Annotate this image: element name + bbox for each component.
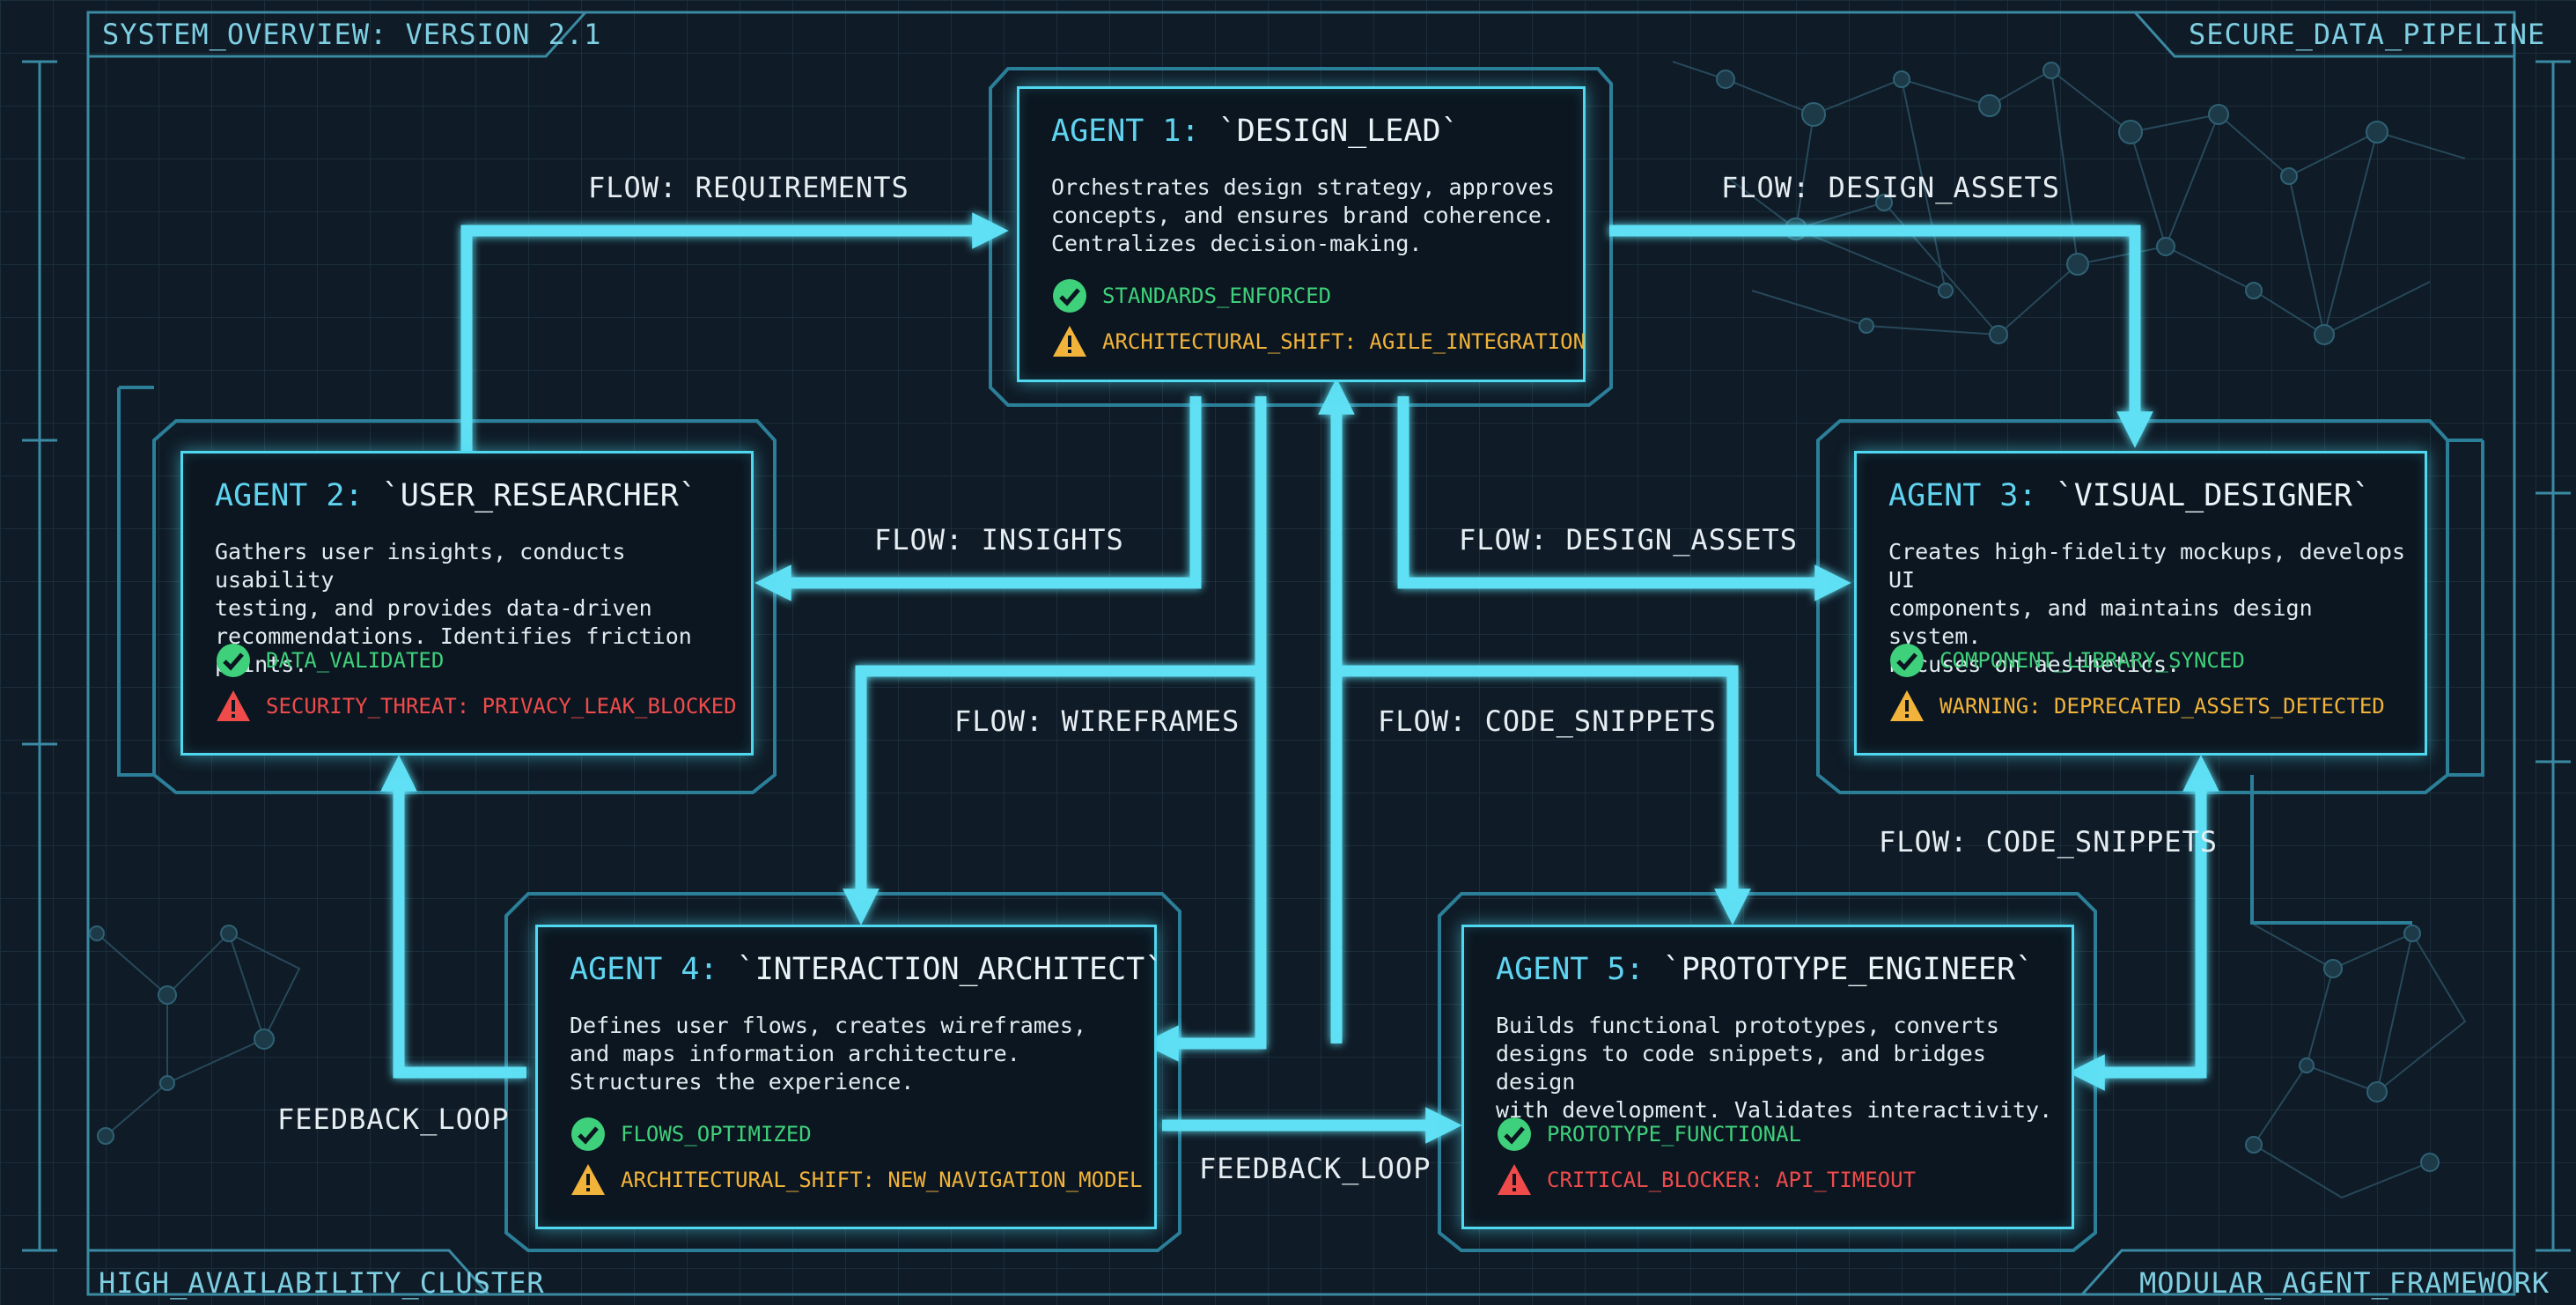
agent-title: AGENT 4: `INTERACTION_ARCHITECT` [570, 952, 1164, 987]
agent-card-interaction-architect[interactable]: AGENT 4: `INTERACTION_ARCHITECT` Defines… [535, 925, 1163, 1229]
flow-label-requirements: FLOW: REQUIREMENTS [588, 171, 909, 204]
flow-label-insights: FLOW: INSIGHTS [874, 523, 1124, 557]
modular-agent-framework-label: MODULAR_AGENT_FRAMEWORK [2139, 1266, 2550, 1300]
status-ok: PROTOTYPE_FUNCTIONAL [1496, 1116, 1801, 1153]
status-ok: STANDARDS_ENFORCED [1051, 277, 1331, 314]
error-triangle-icon [217, 690, 250, 721]
flow-label-code-snippets-mid: FLOW: CODE_SNIPPETS [1378, 704, 1718, 738]
check-circle-icon [1053, 279, 1086, 313]
check-circle-icon [1890, 644, 1924, 677]
check-circle-icon [1498, 1117, 1531, 1151]
status-warning: WARNING: DEPRECATED_ASSETS_DETECTED [1888, 688, 2385, 725]
flow-label-design-assets-top: FLOW: DESIGN_ASSETS [1721, 171, 2061, 204]
status-ok: FLOWS_OPTIMIZED [570, 1116, 812, 1153]
agent-description: Orchestrates design strategy, approves c… [1051, 174, 1555, 256]
flow-label-feedback-loop-mid: FEEDBACK_LOOP [1199, 1152, 1432, 1185]
status-warning: ARCHITECTURAL_SHIFT: AGILE_INTEGRATION [1051, 323, 1586, 360]
agent-title: AGENT 5: `PROTOTYPE_ENGINEER` [1496, 952, 2035, 987]
flow-label-design-assets-mid: FLOW: DESIGN_ASSETS [1459, 523, 1799, 557]
warning-triangle-icon [1053, 326, 1086, 357]
agent-description: Builds functional prototypes, converts d… [1496, 1013, 2053, 1123]
system-overview-label: SYSTEM_OVERVIEW: VERSION 2.1 [102, 18, 602, 51]
agent-card-visual-designer[interactable]: AGENT 3: `VISUAL_DESIGNER` Creates high-… [1854, 451, 2427, 756]
flow-label-wireframes: FLOW: WIREFRAMES [954, 704, 1240, 738]
error-triangle-icon [1498, 1164, 1531, 1195]
flow-label-feedback-loop-left: FEEDBACK_LOOP [277, 1102, 510, 1136]
agent-title: AGENT 2: `USER_RESEARCHER` [215, 478, 697, 513]
secure-data-pipeline-label: SECURE_DATA_PIPELINE [2189, 18, 2546, 51]
agent-description: Gathers user insights, conducts usabilit… [215, 539, 692, 677]
check-circle-icon [217, 644, 250, 677]
check-circle-icon [571, 1117, 605, 1151]
status-ok: COMPONENT_LIBRARY_SYNCED [1888, 642, 2245, 679]
agent-card-design-lead[interactable]: AGENT 1: `DESIGN_LEAD` Orchestrates desi… [1017, 86, 1586, 382]
status-error: CRITICAL_BLOCKER: API_TIMEOUT [1496, 1161, 1916, 1198]
agent-title: AGENT 3: `VISUAL_DESIGNER` [1888, 478, 2371, 513]
status-warning: ARCHITECTURAL_SHIFT: NEW_NAVIGATION_MODE… [570, 1161, 1142, 1198]
warning-triangle-icon [1890, 690, 1924, 721]
agent-card-prototype-engineer[interactable]: AGENT 5: `PROTOTYPE_ENGINEER` Builds fun… [1461, 925, 2074, 1229]
status-ok: DATA_VALIDATED [215, 642, 444, 679]
flow-label-code-snippets-right: FLOW: CODE_SNIPPETS [1879, 825, 2219, 859]
high-availability-cluster-label: HIGH_AVAILABILITY_CLUSTER [99, 1266, 545, 1300]
agent-title: AGENT 1: `DESIGN_LEAD` [1051, 114, 1460, 149]
status-error: SECURITY_THREAT: PRIVACY_LEAK_BLOCKED [215, 688, 737, 725]
warning-triangle-icon [571, 1164, 605, 1195]
agent-description: Defines user flows, creates wireframes, … [570, 1013, 1086, 1095]
agent-card-user-researcher[interactable]: AGENT 2: `USER_RESEARCHER` Gathers user … [180, 451, 754, 756]
